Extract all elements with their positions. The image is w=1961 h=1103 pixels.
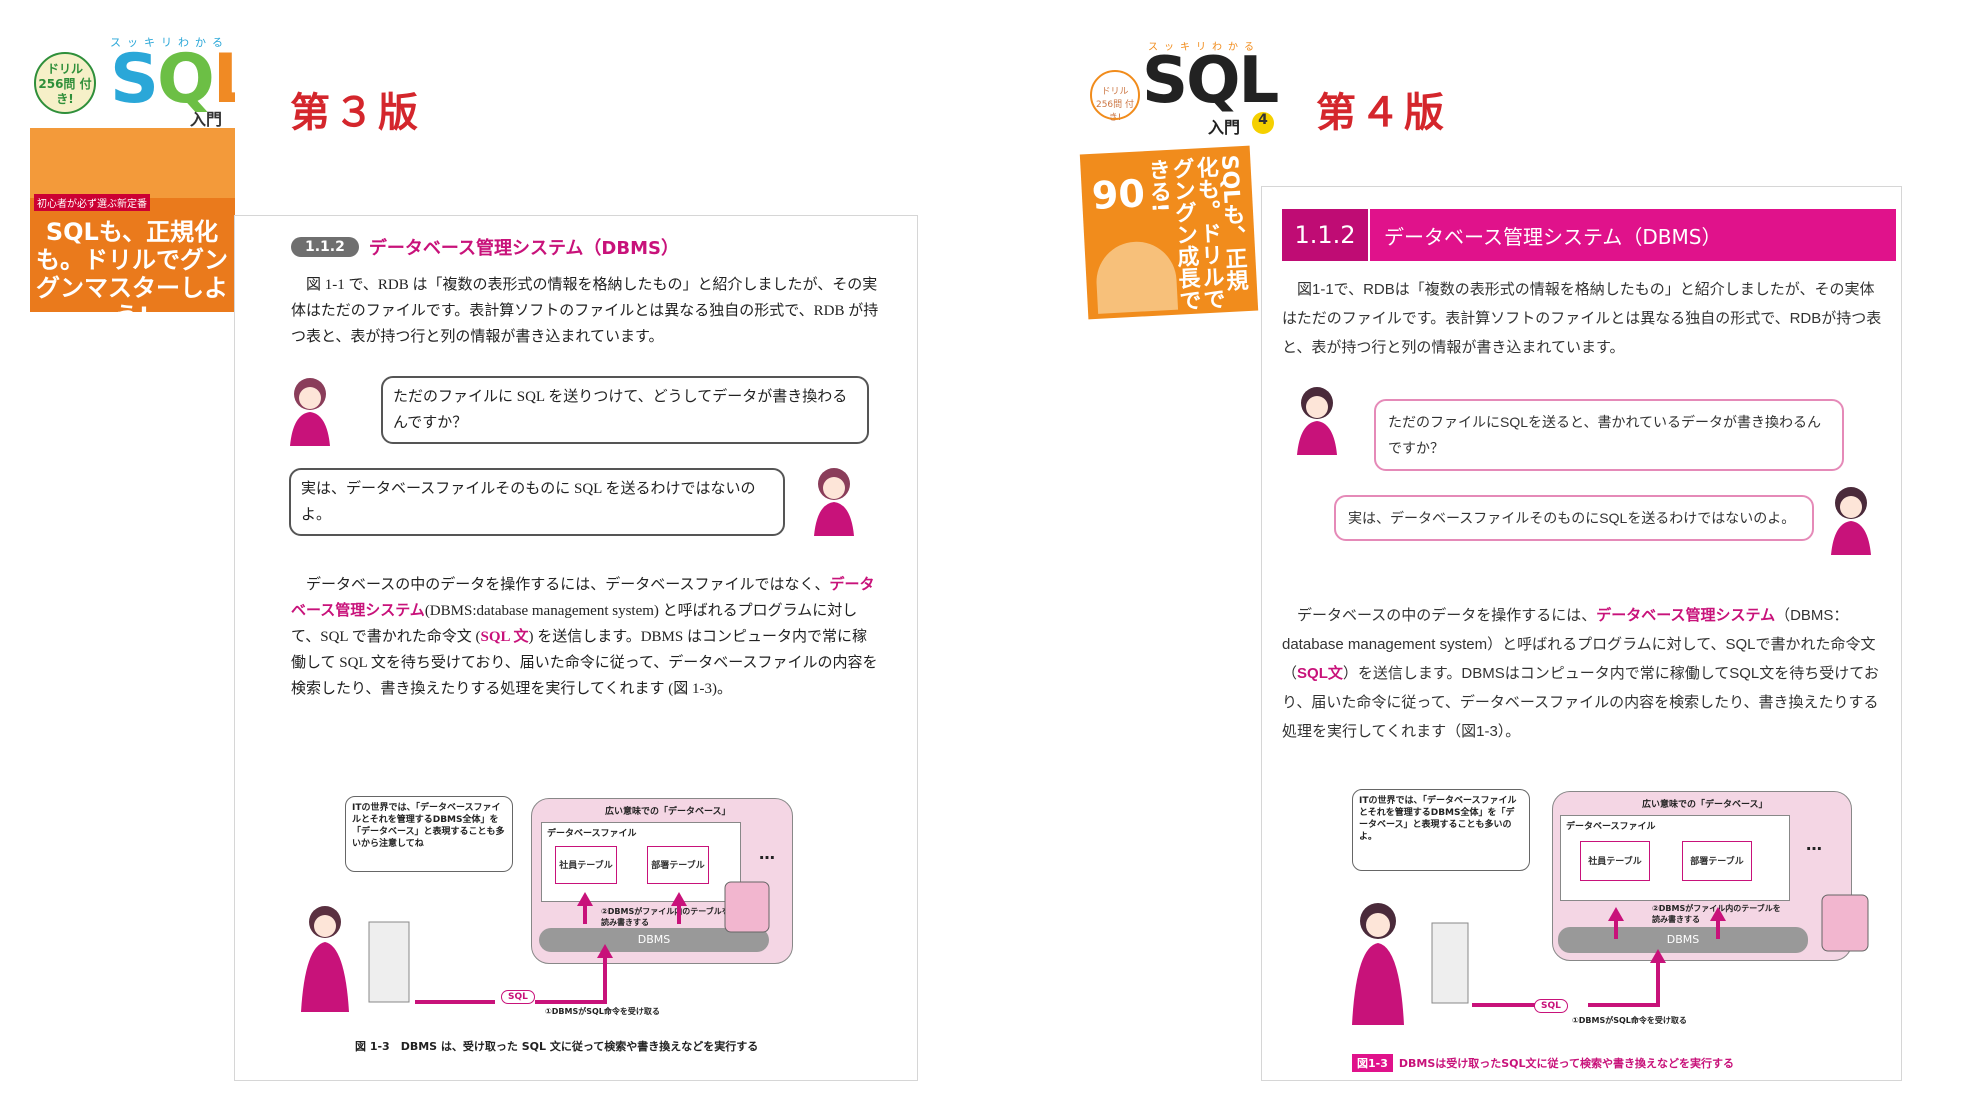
figure-caption-text: DBMSは受け取ったSQL文に従って検索や書き換えなどを実行する (1398, 1057, 1734, 1070)
diagram-arrows-icon (301, 881, 770, 1012)
cover-characters (30, 128, 235, 198)
woman-avatar-icon (1297, 387, 1337, 455)
drill-badge: ドリル 256問 付き! (1090, 70, 1140, 123)
step1-label: ①DBMSがSQL命令を受け取る (545, 1007, 660, 1016)
page-4th-edition: 1.1.2 データベース管理システム（DBMS） 図1-1で、RDBは「複数の表… (1261, 186, 1902, 1081)
brand-logo: SQL (1142, 44, 1279, 118)
para-text-a: データベースの中のデータを操作するには、 (1297, 607, 1597, 624)
brand-logo: SQL (110, 40, 235, 119)
teacher-avatar-icon (1831, 487, 1871, 555)
cover-tagline: 初心者が必ず選ぶ新定番 (34, 194, 150, 211)
cover-subtitle: 入門 (1208, 118, 1241, 137)
para-text-b: （DBMS：database management system）と呼ばれるプロ… (1282, 607, 1876, 682)
cover-headline: SQLも、正規化も。ドリルでグングン成長できる! (1144, 154, 1249, 312)
term-sql-statement: SQL文 (1297, 665, 1343, 682)
cover-subtitle: 入門 (190, 110, 223, 129)
section-number: 1.1.2 (1282, 209, 1370, 261)
book-cover-4th: 90 SQLも、正規化も。ドリルでグングン成長できる! (1079, 145, 1259, 320)
woman-avatar-icon (290, 378, 330, 446)
dbms-bar: DBMS (1558, 927, 1808, 953)
figure-caption: 図 1-3 DBMS は、受け取った SQL 文に従って検索や書き換えなどを実行… (355, 1040, 759, 1053)
sql-tag: SQL (1534, 999, 1568, 1013)
step2-label: ②DBMSがファイル内のテーブルを読み書きする (601, 907, 730, 927)
more-dots: … (1806, 835, 1822, 854)
diagram-arrows-icon (1352, 894, 1869, 1025)
question-bubble: ただのファイルに SQL を送りつけて、どうしてデータが書き換わるんですか？ (381, 376, 869, 444)
paragraph-intro: 図 1-1 で、RDB は「複数の表形式の情報を格納したもの」と紹介しましたが、… (291, 277, 879, 345)
figure-caption: 図1-3 DBMSは受け取ったSQL文に従って検索や書き換えなどを実行する (1352, 1054, 1734, 1072)
term-dbms: データベース管理システム (291, 577, 875, 619)
section-title: データベース管理システム（DBMS） (1384, 224, 1722, 249)
cover-stat: 90 (1090, 171, 1146, 218)
db-label: 広い意味での「データベース」 (605, 807, 731, 817)
file-label: データベースファイル (1566, 822, 1656, 832)
answer-bubble: 実は、データベースファイルそのものに SQL を送るわけではないのよ。 (289, 468, 785, 536)
answer-bubble: 実は、データベースファイルそのものにSQLを送るわけではないのよ。 (1334, 495, 1814, 541)
table-department: 部署テーブル (647, 846, 709, 884)
table-employee: 社員テーブル (555, 846, 617, 884)
book-cover-3rd: ドリル 256問 付き! スッキリわかる SQL 入門 初心者が必ず選ぶ新定番 … (30, 34, 235, 312)
step2-label: ②DBMSがファイル内のテーブルを読み書きする (1652, 904, 1781, 924)
table-employee: 社員テーブル (1580, 841, 1650, 881)
section-header: 1.1.2 データベース管理システム（DBMS） (1282, 209, 1896, 261)
figure-tag: 図1-3 (1352, 1054, 1393, 1072)
term-sql-statement: SQL 文 (480, 629, 529, 645)
paragraph-intro: 図1-1で、RDBは「複数の表形式の情報を格納したもの」と紹介しましたが、その実… (1282, 281, 1882, 356)
para-text-c: ）を送信します。DBMSはコンピュータ内で常に稼働してSQL文を待ち受けており、… (1282, 665, 1879, 740)
drill-badge: ドリル 256問 付き! (34, 52, 96, 114)
para-text-b: (DBMS:database management system) と呼ばれるプ… (291, 603, 858, 645)
para-text-c: ) を送信します。DBMS はコンピュータ内で常に稼働して SQL 文を待ち受け… (291, 629, 878, 697)
edition-label-4th: 第４版 (1316, 90, 1448, 136)
cover-top: ドリル 256問 付き! スッキリわかる SQL 入門 (30, 34, 235, 129)
cover-character (1094, 239, 1179, 314)
term-dbms: データベース管理システム (1596, 607, 1776, 624)
teacher-avatar-icon (814, 468, 854, 536)
question-bubble: ただのファイルにSQLを送ると、書かれているデータが書き換わるんですか？ (1374, 399, 1844, 471)
step1-label: ①DBMSがSQL命令を受け取る (1572, 1016, 1687, 1025)
brand-kana: スッキリわかる (110, 36, 229, 49)
section-number: 1.1.2 (291, 237, 359, 257)
section-header: 1.1.2 データベース管理システム（DBMS） (291, 234, 679, 260)
cover-headline: SQLも、正規化も。ドリルでグングンマスターしよう! (36, 218, 228, 312)
diagram-note: ITの世界では、「データベースファイルとそれを管理するDBMS全体」を「データベ… (1352, 789, 1530, 871)
paragraph-dbms: データベースの中のデータを操作するには、データベース管理システム（DBMS：da… (1282, 601, 1882, 746)
para-text-a: データベースの中のデータを操作するには、データベースファイルではなく、 (306, 577, 830, 593)
more-dots: … (759, 844, 775, 863)
diagram-note: ITの世界では、「データベースファイルとそれを管理するDBMS全体」を「データベ… (345, 796, 513, 872)
section-title: データベース管理システム（DBMS） (368, 238, 679, 259)
edition-label-3rd: 第３版 (290, 90, 422, 136)
paragraph-dbms: データベースの中のデータを操作するには、データベースファイルではなく、データベー… (291, 572, 881, 702)
sql-tag: SQL (501, 990, 535, 1004)
page-3rd-edition: 1.1.2 データベース管理システム（DBMS） 図 1-1 で、RDB は「複… (234, 215, 918, 1081)
table-department: 部署テーブル (1682, 841, 1752, 881)
edition-badge: 4 (1252, 112, 1274, 134)
file-label: データベースファイル (547, 829, 637, 839)
book-logo-4th: ドリル 256問 付き! スッキリわかる SQL 入門 4 (1090, 38, 1279, 137)
db-label: 広い意味での「データベース」 (1642, 800, 1768, 810)
brand-kana: スッキリわかる (1148, 42, 1260, 53)
